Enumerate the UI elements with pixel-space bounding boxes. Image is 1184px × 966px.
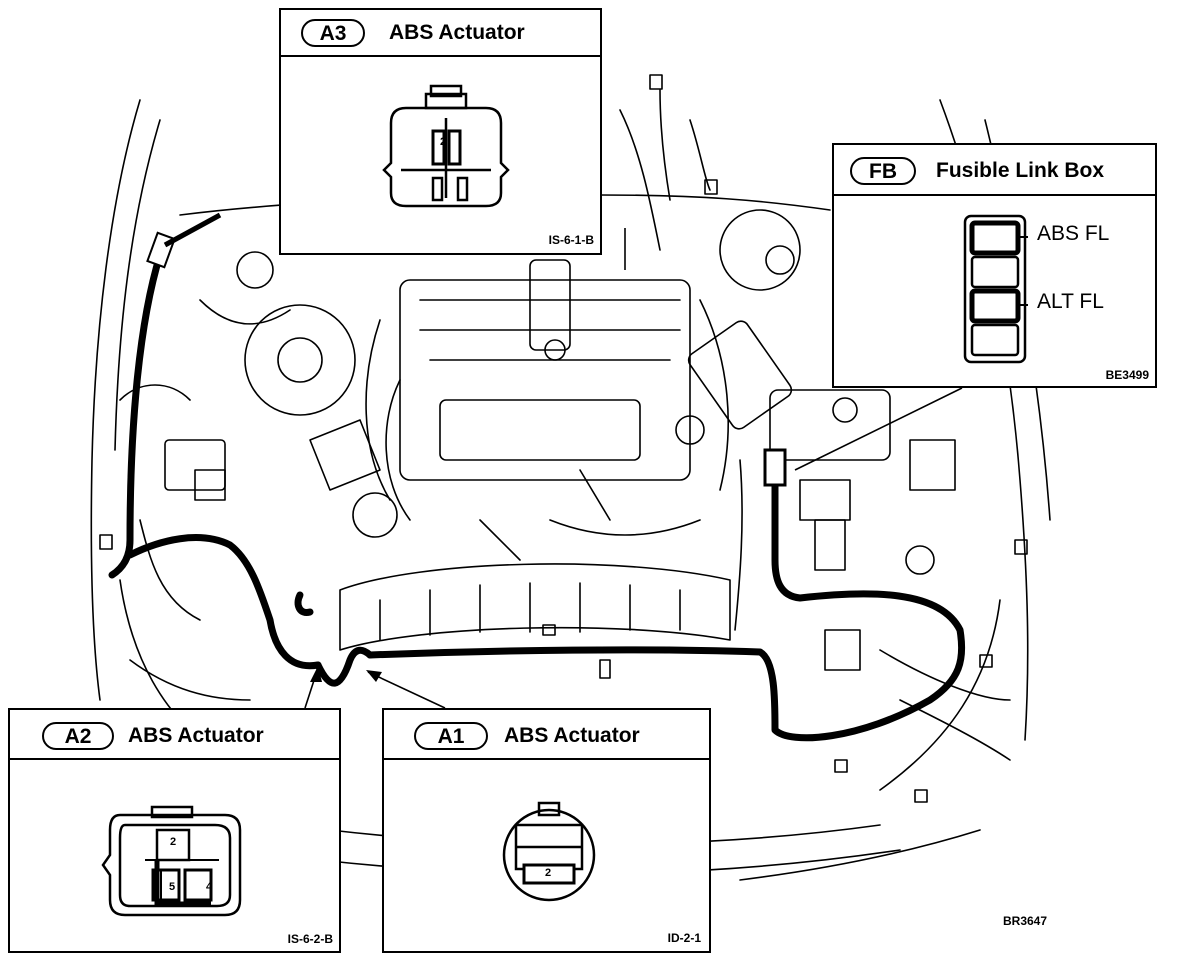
callout-a1: A1 ABS Actuator 2 ID-2-1 [382,708,711,953]
callout-a2-pin-2: 2 [169,836,177,848]
callout-fb-code: BE3499 [1105,368,1149,382]
left-fender-outline [90,99,141,701]
callout-a2-title: ABS Actuator [128,724,264,747]
abs-fl-label: ABS FL [1037,222,1110,245]
abs-harness-front [366,476,966,742]
callout-a3-title: ABS Actuator [389,21,525,44]
connector-a2 [101,805,242,917]
callout-a1-title: ABS Actuator [504,724,640,747]
callout-a2-pin-5: 5 [168,881,176,893]
callout-a3: A3 ABS Actuator 2 IS-6-1-B [279,8,602,255]
figure-code: BR3647 [1003,914,1048,928]
callout-a2-id: A2 [42,722,114,750]
connector-a1 [502,801,596,902]
callout-a2-code: IS-6-2-B [287,932,333,946]
callout-a1-code: ID-2-1 [667,931,701,945]
alt-fl-label: ALT FL [1037,290,1104,313]
callout-a3-code: IS-6-1-B [548,233,594,247]
callout-a3-id: A3 [301,19,365,47]
connector-a3 [382,84,510,208]
callout-fb-title: Fusible Link Box [936,159,1105,182]
fusible-link-box [963,214,1028,364]
abs-harness-left [108,251,164,579]
callout-a3-pin-2: 2 [439,136,447,148]
callout-fb: FB Fusible Link Box ABS FL ALT FL BE3499 [832,143,1157,388]
arrow-a2 [310,666,322,682]
leader-a1 [367,671,446,709]
callout-a1-pin-2: 2 [544,867,552,879]
leader-fb [794,387,963,471]
arrow-a1 [366,670,382,682]
callout-a1-id: A1 [414,722,488,750]
callout-a2: A2 ABS Actuator 2 5 4 IS-6-2-B [8,708,341,953]
callout-a2-pin-4: 4 [205,881,213,893]
callout-fb-id: FB [850,157,916,185]
